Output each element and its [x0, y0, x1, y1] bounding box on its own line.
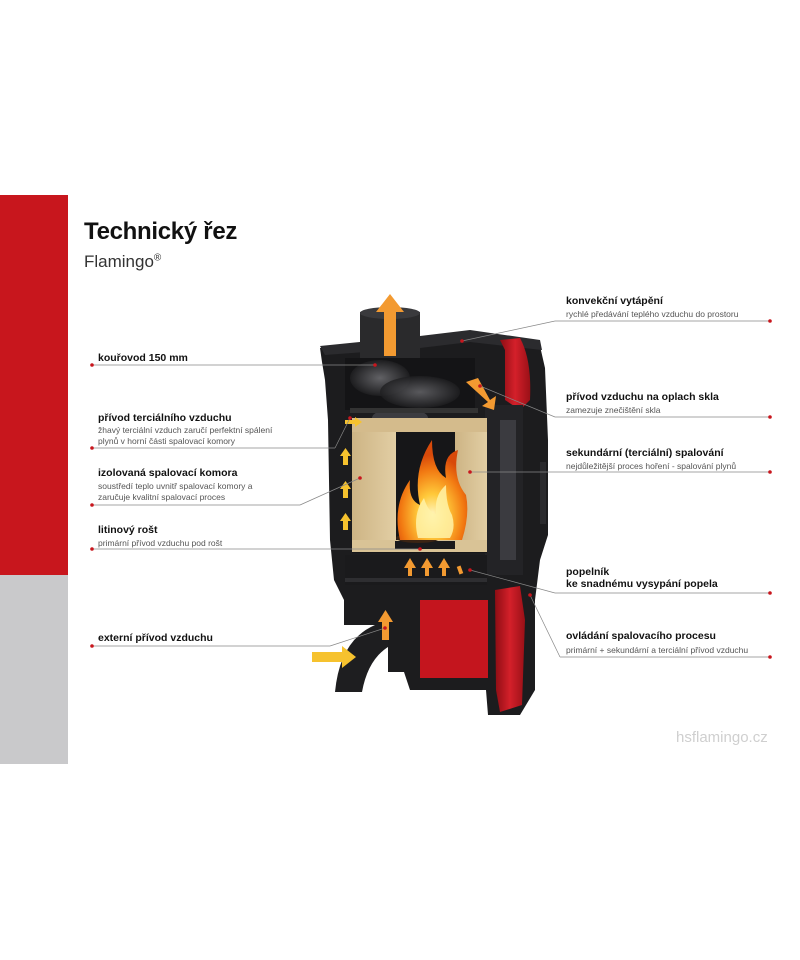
lower-black-frame	[405, 595, 420, 675]
subtitle-text: Flamingo	[84, 252, 154, 271]
desc-tertiary-air-1: žhavý terciální vzduch zaručí perfektní …	[98, 425, 273, 435]
brick-left-wall	[352, 430, 396, 545]
door-handle	[540, 462, 546, 524]
arrow-glass-air	[466, 378, 496, 410]
baffle-plate	[350, 408, 478, 413]
label-combustion-control: ovládání spalovacího procesu	[566, 630, 716, 642]
label-ash-pan-1: popelník	[566, 566, 610, 578]
grey-side-band	[0, 575, 68, 764]
arrows-tertiary-air	[340, 417, 362, 530]
convection-red-upper	[500, 338, 531, 410]
label-convection: konvekční vytápění	[566, 295, 663, 307]
leader-convection-b	[461, 320, 556, 342]
external-air-inlet-wall	[335, 625, 405, 692]
desc-tertiary-air-2: plynů v horní části spalovací komory	[98, 436, 236, 446]
label-insulated-chamber: izolovaná spalovací komora	[98, 467, 238, 479]
door-glass-edge	[500, 420, 516, 560]
registered-mark: ®	[153, 252, 162, 264]
label-tertiary-air: přívod terciálního vzduchu	[98, 412, 232, 424]
page-title: Technický řez	[84, 218, 238, 245]
smoke-cloud-2	[380, 376, 460, 408]
desc-combustion-control: primární + sekundární a terciální přívod…	[566, 645, 749, 655]
website-url: hsflamingo.cz	[676, 729, 768, 746]
arrow-flue-out	[376, 294, 404, 356]
arrow-external-air-up	[378, 610, 393, 640]
lower-red-panel	[420, 600, 488, 678]
label-grate: litinový rošt	[98, 524, 158, 536]
leader-ashpan-b	[469, 569, 556, 594]
label-external-air: externí přívod vzduchu	[98, 632, 213, 644]
leader-external-b	[329, 627, 386, 647]
ash-pan-line	[345, 578, 487, 582]
red-side-band	[0, 195, 68, 575]
grate	[395, 541, 455, 549]
label-glass-air: přívod vzduchu na oplach skla	[566, 391, 719, 403]
label-secondary-combustion: sekundární (terciální) spalování	[566, 447, 724, 459]
arrows-primary-air	[404, 558, 464, 576]
leader-control-b	[529, 594, 561, 658]
desc-insulated-chamber-1: soustředí teplo uvnitř spalovací komory …	[98, 481, 253, 491]
fire-inner	[416, 485, 454, 538]
desc-convection: rychlé předávání teplého vzduchu do pros…	[566, 309, 739, 319]
page-subtitle: Flamingo®	[84, 252, 161, 272]
label-ash-pan-2: ke snadnému vysypání popela	[566, 578, 718, 590]
desc-grate: primární přívod vzduchu pod rošt	[98, 538, 223, 548]
leader-tertiary-b	[334, 417, 351, 449]
leader-glass-b	[479, 385, 556, 418]
brick-top	[352, 418, 487, 432]
leader-lines	[92, 320, 770, 658]
desc-insulated-chamber-2: zaručuje kvalitní spalovací proces	[98, 492, 226, 502]
leader-dots	[90, 319, 772, 659]
arrow-external-air-in	[312, 646, 356, 668]
convection-red-lower	[495, 586, 525, 712]
leader-chamber-b	[299, 477, 361, 506]
desc-glass-air: zamezuje znečištění skla	[566, 405, 661, 415]
desc-secondary-combustion: nejdůležitější proces hoření - spalování…	[566, 461, 737, 471]
label-flue: kouřovod 150 mm	[98, 352, 188, 364]
